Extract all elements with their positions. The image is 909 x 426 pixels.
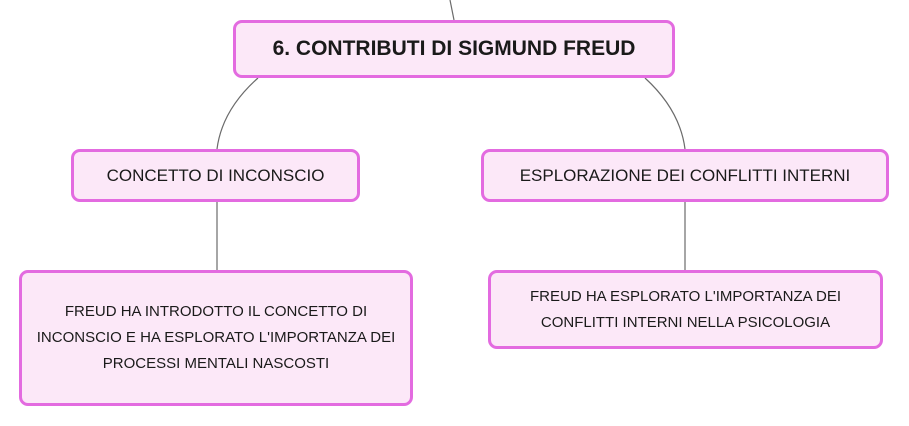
branch-node-concetto-di-inconscio[interactable]: CONCETTO DI INCONSCIO [71,149,360,202]
connector-root-to-right-branch [644,77,686,150]
connector-root-to-left-branch [216,77,259,150]
branch-node-label: CONCETTO DI INCONSCIO [106,165,325,185]
branch-node-esplorazione-conflitti[interactable]: ESPLORAZIONE DEI CONFLITTI INTERNI [481,149,889,202]
detail-node-inconscio[interactable]: FREUD HA INTRODOTTO IL CONCETTO DI INCON… [19,270,413,406]
branch-node-label: ESPLORAZIONE DEI CONFLITTI INTERNI [519,165,851,185]
detail-node-text: FREUD HA ESPLORATO L'IMPORTANZA DEI CONF… [530,287,841,331]
detail-node-text: FREUD HA INTRODOTTO IL CONCETTO DI INCON… [36,303,396,372]
connector-parent-to-root [449,0,455,21]
detail-node-conflitti[interactable]: FREUD HA ESPLORATO L'IMPORTANZA DEI CONF… [488,270,883,349]
root-node-label: 6. CONTRIBUTI DI SIGMUND FREUD [272,37,636,60]
root-node[interactable]: 6. CONTRIBUTI DI SIGMUND FREUD [233,20,675,78]
